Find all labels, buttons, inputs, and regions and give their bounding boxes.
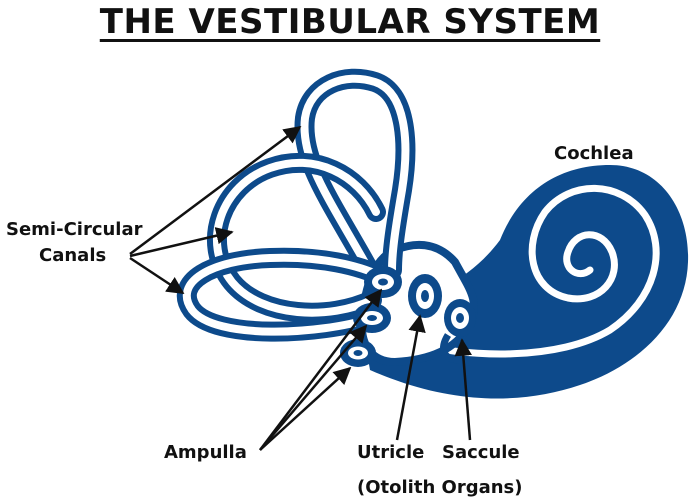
arrow-ampulla-posterior bbox=[259, 366, 352, 451]
cochlear-duct-link bbox=[440, 333, 461, 364]
semicircular-canals-label: Semi-Circular Canals bbox=[6, 217, 143, 269]
arrow-scc-superior bbox=[129, 125, 302, 256]
arrow-scc-lateral bbox=[129, 256, 185, 295]
saccule bbox=[444, 299, 476, 337]
ampulla-label: Ampulla bbox=[164, 442, 247, 463]
ampulla-superior bbox=[364, 266, 402, 298]
utricle-label: Utricle bbox=[357, 442, 425, 463]
arrow-scc-posterior bbox=[129, 227, 234, 258]
pointer-arrows bbox=[129, 125, 472, 451]
semicircular-label-line2: Canals bbox=[39, 245, 107, 266]
arrow-saccule bbox=[454, 338, 472, 441]
semicircular-canals bbox=[176, 68, 416, 342]
arrow-ampulla-lateral bbox=[259, 324, 368, 451]
page-title: THE VESTIBULAR SYSTEM bbox=[99, 2, 601, 42]
saccule-label: Saccule bbox=[442, 442, 520, 463]
semicircular-label-line1: Semi-Circular bbox=[6, 219, 143, 240]
arrow-ampulla-superior bbox=[259, 288, 383, 451]
utricle bbox=[408, 274, 442, 318]
arrow-utricle bbox=[395, 314, 426, 441]
ampulla-posterior bbox=[340, 339, 376, 367]
otolith-organs-label: (Otolith Organs) bbox=[357, 477, 523, 498]
cochlea-label: Cochlea bbox=[554, 143, 634, 164]
